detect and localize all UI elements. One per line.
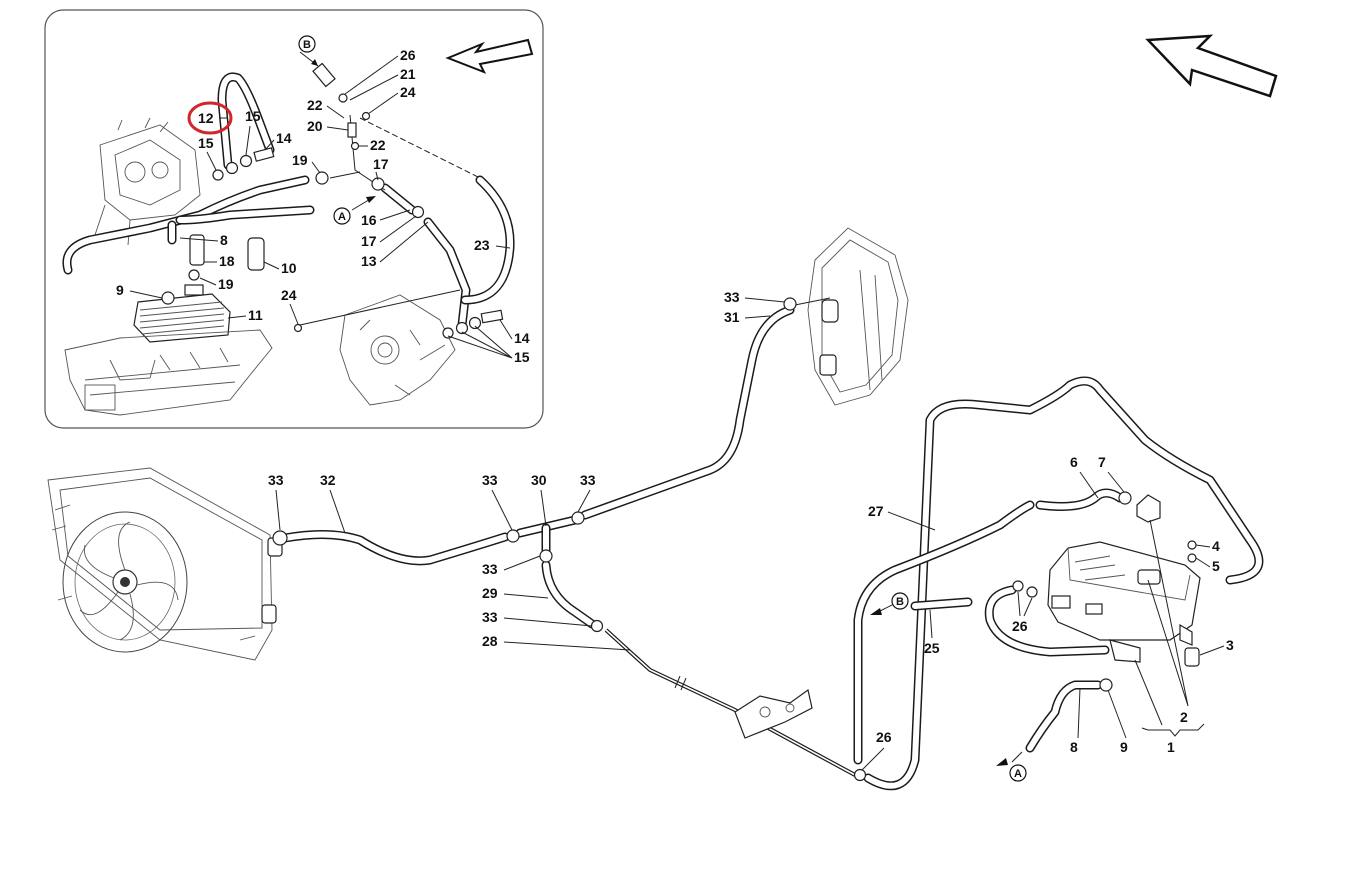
svg-text:19: 19 [292,152,308,168]
svg-text:26: 26 [1012,618,1028,634]
svg-text:19: 19 [218,276,234,292]
svg-text:11: 11 [248,307,263,323]
svg-text:24: 24 [400,84,416,100]
svg-text:A: A [1014,768,1022,780]
svg-text:25: 25 [924,640,940,656]
svg-text:14: 14 [276,130,292,146]
svg-text:7: 7 [1098,454,1106,470]
svg-text:23: 23 [474,237,490,253]
radiator-fan-sketch [47,467,283,661]
callout-b-top: B [298,35,319,67]
svg-text:6: 6 [1070,454,1078,470]
inset-panel: B A 12 26 21 24 22 20 [44,9,544,429]
svg-text:10: 10 [281,260,297,276]
svg-text:30: 30 [531,472,547,488]
svg-text:33: 33 [724,289,740,305]
svg-text:17: 17 [361,233,377,249]
inset-label-group: 26 21 24 22 20 22 15 14 15 19 17 16 17 [116,47,530,365]
svg-text:27: 27 [868,503,884,519]
svg-text:22: 22 [307,97,323,113]
svg-text:9: 9 [116,282,124,298]
svg-text:15: 15 [245,108,261,124]
svg-text:29: 29 [482,585,498,601]
svg-text:1: 1 [1167,739,1175,755]
svg-text:20: 20 [307,118,323,134]
svg-text:3: 3 [1226,637,1234,653]
svg-text:4: 4 [1212,538,1220,554]
svg-text:31: 31 [724,309,740,325]
svg-text:5: 5 [1212,558,1220,574]
hose-clamps [272,297,1197,782]
svg-text:2: 2 [1180,709,1188,725]
direction-arrow-icon [1145,34,1278,98]
svg-text:9: 9 [1120,739,1128,755]
svg-text:14: 14 [514,330,530,346]
svg-text:33: 33 [482,609,498,625]
svg-text:32: 32 [320,472,336,488]
svg-text:26: 26 [400,47,416,63]
svg-text:18: 18 [219,253,235,269]
svg-text:16: 16 [361,212,377,228]
svg-text:8: 8 [220,232,228,248]
svg-text:33: 33 [268,472,284,488]
callout-a-main: A [996,751,1027,782]
svg-text:17: 17 [373,156,389,172]
callout-b-main: B [870,592,909,615]
svg-text:28: 28 [482,633,498,649]
svg-text:22: 22 [370,137,386,153]
main-hose-network [280,297,1264,791]
oil-cooler-sketch [64,293,273,416]
svg-text:15: 15 [514,349,530,365]
expansion-radiator-sketch [807,227,909,406]
engine-block-sketch [94,117,201,246]
direction-arrow-icon [445,38,534,74]
svg-text:A: A [338,211,346,223]
main-label-group: 33 31 33 32 33 30 33 33 29 33 28 27 6 7 … [268,289,1234,771]
svg-text:B: B [303,39,311,51]
svg-text:33: 33 [580,472,596,488]
svg-text:13: 13 [361,253,377,269]
callout-a-inset: A [333,196,376,225]
svg-text:B: B [896,596,904,608]
svg-text:24: 24 [281,287,297,303]
svg-text:33: 33 [482,472,498,488]
svg-text:8: 8 [1070,739,1078,755]
expansion-tank [1047,494,1201,667]
svg-text:33: 33 [482,561,498,577]
svg-text:21: 21 [400,66,416,82]
svg-text:12: 12 [198,110,214,126]
engine-lower-sketch [339,294,456,406]
svg-text:26: 26 [876,729,892,745]
svg-text:15: 15 [198,135,214,151]
highlighted-part-12[interactable]: 12 [187,101,233,135]
